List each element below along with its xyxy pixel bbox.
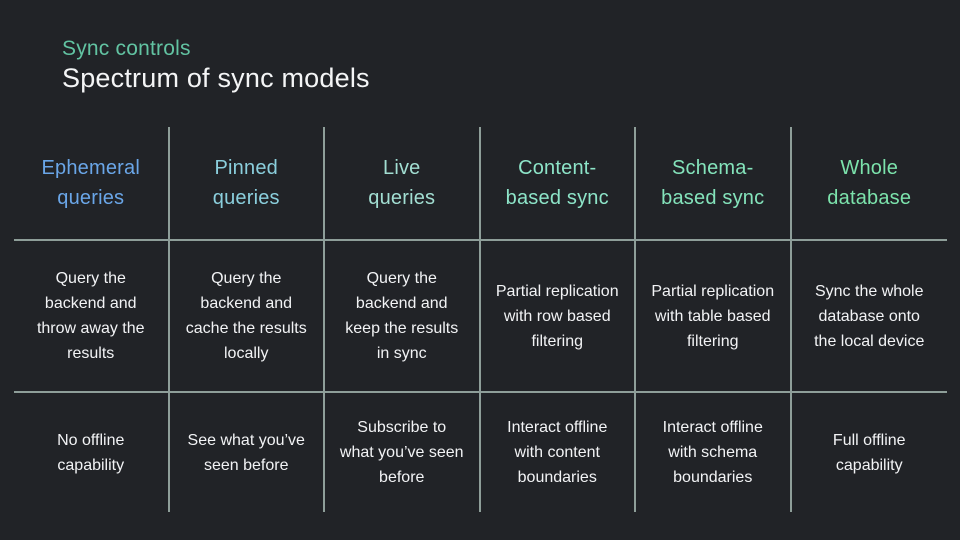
cell-description-col3: Query the backend and keep the results i…	[325, 239, 481, 391]
slide-eyebrow: Sync controls	[62, 37, 191, 60]
cell-description-col5: Partial replication with table based fil…	[636, 239, 792, 391]
cell-description-col1: Query the backend and throw away the res…	[14, 239, 170, 391]
title-block: Sync controls Spectrum of sync models	[62, 36, 370, 94]
cell-header-col6: Whole database	[827, 157, 912, 209]
cell-description-col4: Partial replication with row based filte…	[480, 239, 636, 391]
cell-offline-col4: Interact offline with content boundaries	[480, 391, 636, 512]
cell-header-col3: Live queries	[325, 127, 481, 239]
cell-offline-col3: Subscribe to what you’ve seen before	[325, 391, 481, 512]
cell-offline-col6: Full offline capability	[791, 391, 947, 512]
cell-description-col6: Sync the whole database onto the local d…	[791, 239, 947, 391]
cell-offline-col2: See what you’ve seen before	[169, 391, 325, 512]
cell-header-col1: Ephemeral queries	[14, 127, 170, 239]
cell-offline-col1: No offline capability	[14, 391, 170, 512]
cell-header-col2: Pinned queries	[170, 127, 325, 239]
cell-header-col5: Schema- based sync	[636, 127, 792, 239]
cell-header-col4: Content- based sync	[481, 127, 636, 239]
cell-description-col2: Query the backend and cache the results …	[169, 239, 325, 391]
cell-offline-col5: Interact offline with schema boundaries	[636, 391, 792, 512]
page-title: Spectrum of sync models	[62, 63, 370, 93]
